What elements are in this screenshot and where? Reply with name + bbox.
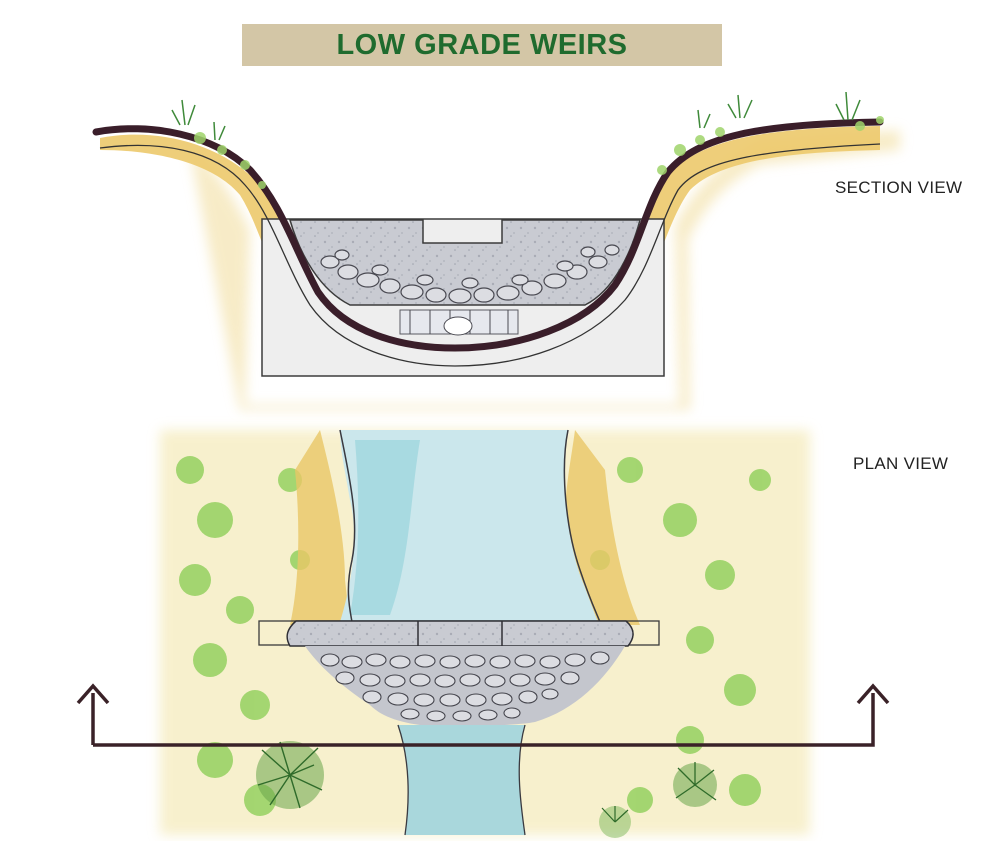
section-footing (399, 309, 519, 336)
plan-water-tint (350, 440, 420, 615)
section-moss (194, 116, 884, 189)
section-cut-line (76, 683, 890, 747)
plan-rocks (320, 651, 610, 722)
plan-left-edge (339, 429, 356, 623)
left-arrowhead (76, 683, 110, 705)
plan-right-bank-soil (564, 430, 640, 625)
right-arrowhead (856, 683, 890, 705)
section-view-label: SECTION VIEW (835, 178, 963, 197)
plan-view (160, 429, 810, 838)
plan-shrub-left (256, 741, 324, 809)
section-rocks (320, 244, 620, 304)
plan-weir-crest (286, 620, 634, 647)
title-banner: LOW GRADE WEIRS (242, 24, 722, 66)
plan-right-edge (563, 429, 601, 623)
diagram-title: LOW GRADE WEIRS (336, 28, 628, 61)
plan-left-bank-soil (290, 430, 350, 625)
plan-shrub-right (673, 762, 717, 807)
plan-downstream-channel (398, 725, 525, 835)
section-bank-profile (92, 118, 884, 352)
plan-shrub-bottom (599, 806, 631, 838)
section-view (92, 91, 900, 410)
section-grass (171, 91, 861, 141)
section-soil (100, 126, 880, 371)
plan-view-label: PLAN VIEW (853, 454, 949, 473)
section-ground-line (99, 143, 881, 367)
